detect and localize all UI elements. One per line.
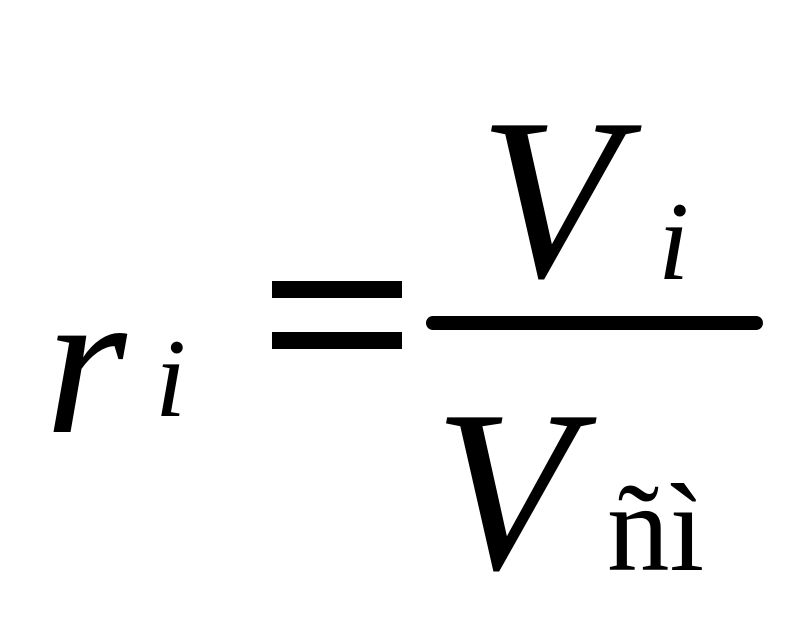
fraction-bar [426, 316, 763, 330]
denominator-variable: V [434, 363, 575, 618]
lhs-variable: r [45, 246, 127, 478]
denominator-subscript: ñì [607, 460, 705, 598]
equals-sign-top-bar [272, 281, 402, 298]
lhs-subscript: i [155, 317, 187, 441]
numerator-subscript: i [658, 180, 690, 304]
equals-sign-bottom-bar [272, 332, 402, 349]
numerator-variable: V [479, 71, 620, 326]
